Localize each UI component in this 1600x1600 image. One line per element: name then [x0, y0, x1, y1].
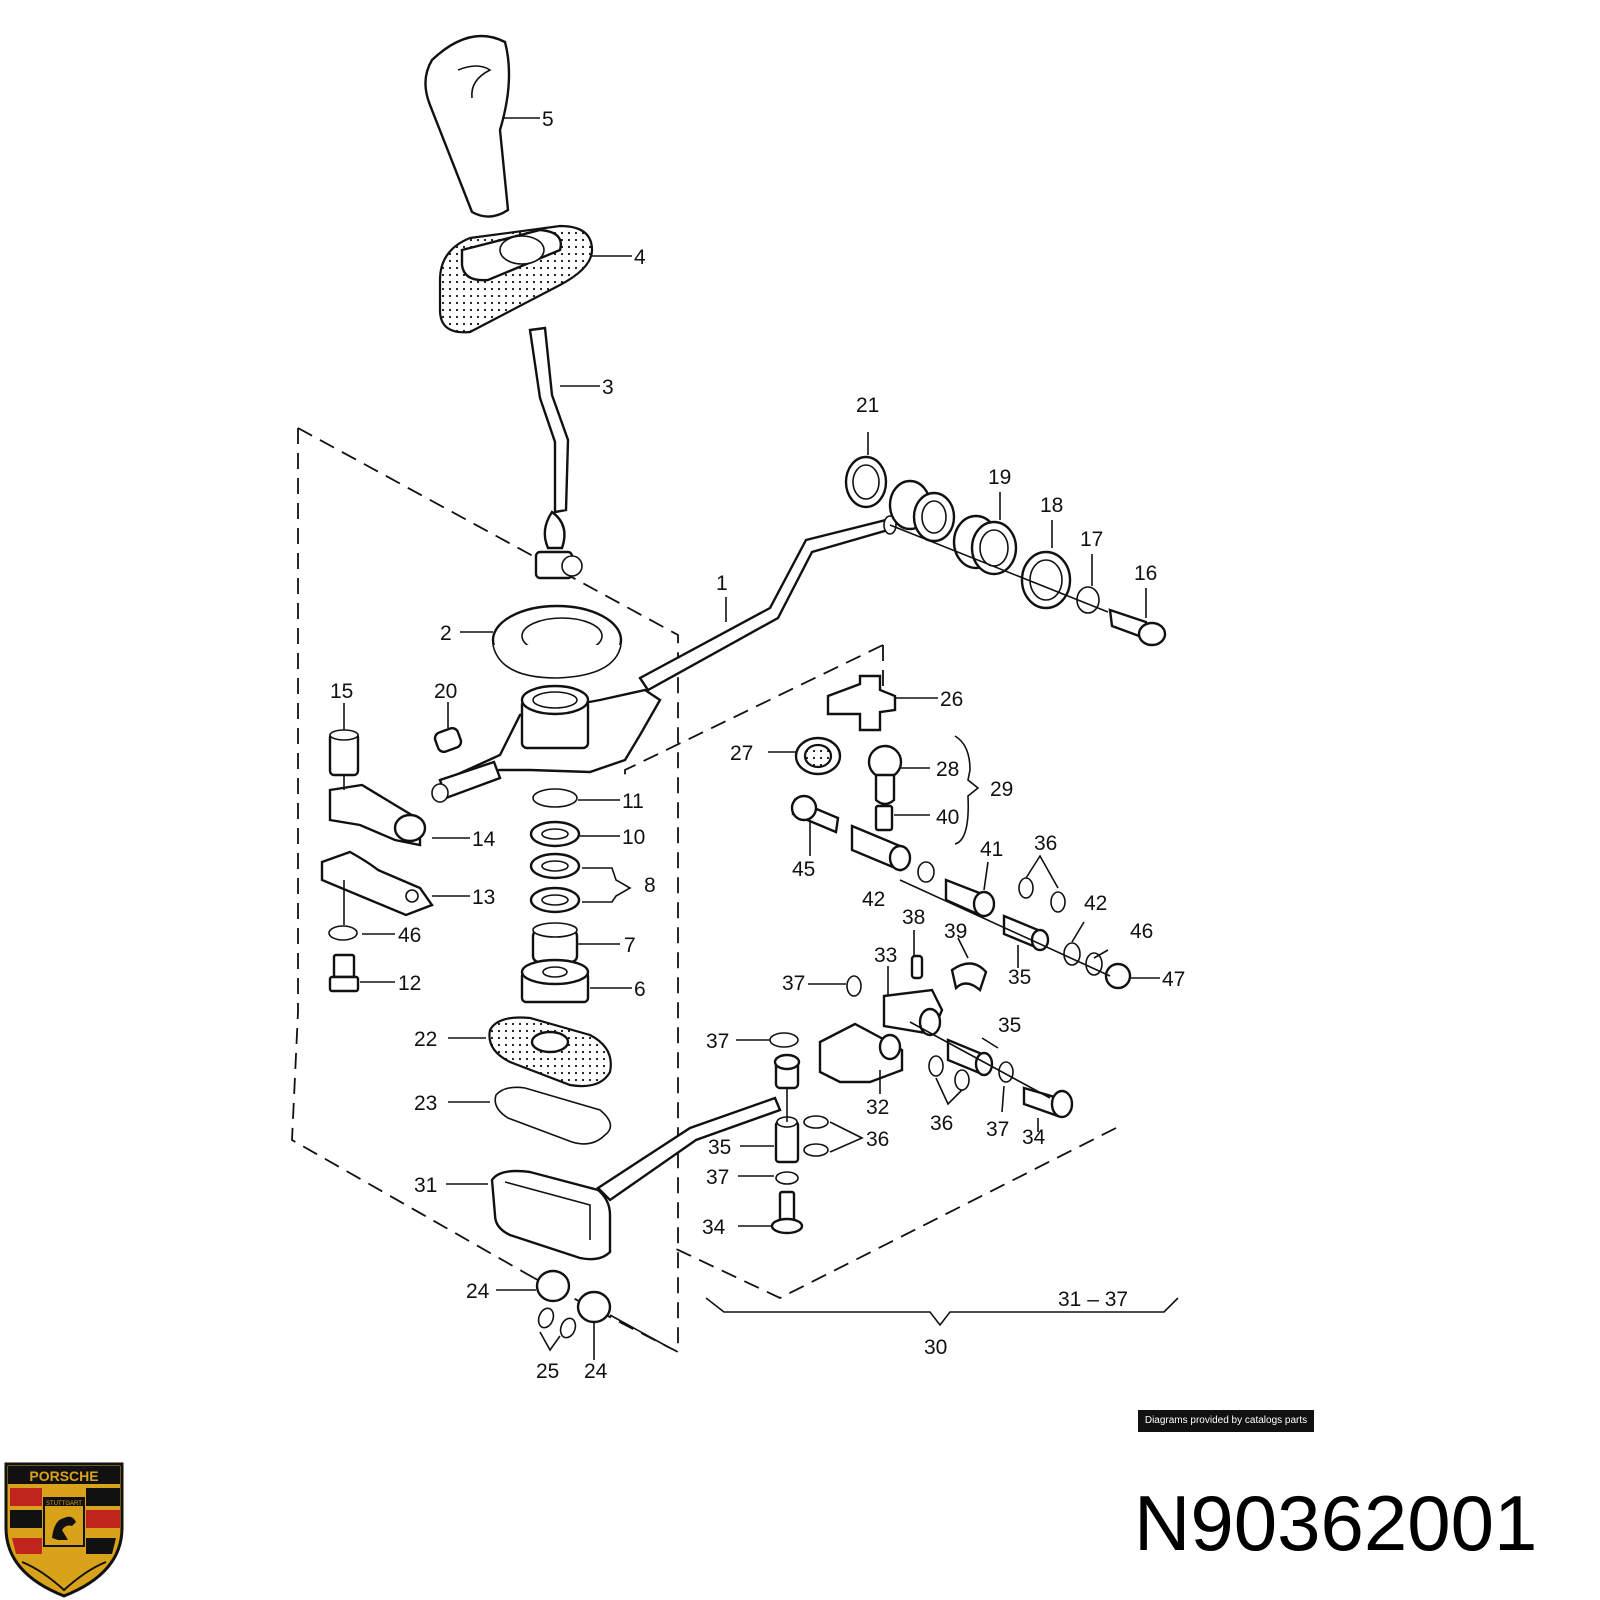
callout-2: 2 [440, 622, 452, 645]
crest-city: STUTTGART [46, 1501, 82, 1507]
callout-27: 27 [730, 742, 753, 765]
callout-36-mid: 36 [930, 1112, 953, 1135]
callout-6: 6 [634, 978, 646, 1001]
callout-20: 20 [434, 680, 457, 703]
shaft-stack-upper [917, 861, 1132, 990]
center-stack [488, 788, 782, 1349]
callout-34-right: 34 [1022, 1126, 1046, 1149]
callout-4: 4 [634, 246, 646, 269]
callout-46-right: 46 [1130, 920, 1153, 943]
callout-42-left: 42 [862, 888, 885, 911]
callout-37-a: 37 [782, 972, 805, 995]
left-bracket-stack [320, 729, 434, 993]
callout-36-lower: 36 [866, 1128, 889, 1151]
shift-rod [638, 515, 897, 692]
callout-3: 3 [602, 376, 614, 399]
crest-brand: PORSCHE [29, 1468, 98, 1484]
leader-lines [343, 117, 1179, 1360]
callout-7: 7 [624, 934, 636, 957]
callout-1: 1 [716, 572, 728, 595]
callout-28: 28 [936, 758, 959, 781]
callout-47: 47 [1162, 968, 1185, 991]
callout-16: 16 [1134, 562, 1157, 585]
callout-46-left: 46 [398, 924, 421, 947]
callout-38: 38 [902, 906, 925, 929]
rod-end-stack [844, 455, 1167, 647]
callout-30: 30 [924, 1336, 947, 1359]
part-number: N90362001 [1134, 1479, 1538, 1567]
callout-35-lower: 35 [708, 1136, 731, 1159]
callout-22: 22 [414, 1028, 437, 1051]
callout-23: 23 [414, 1092, 437, 1115]
cover-ring [491, 604, 623, 679]
callout-42-right: 42 [1084, 892, 1107, 915]
gate-assembly [790, 674, 912, 872]
callout-19: 19 [988, 466, 1011, 489]
porsche-crest-logo: PORSCHE STUTTGART [4, 1462, 124, 1598]
callout-41: 41 [980, 838, 1003, 861]
callout-37-d: 37 [706, 1166, 729, 1189]
shaft-stack-lower [769, 879, 1111, 1119]
callout-29: 29 [990, 778, 1013, 801]
callout-31: 31 [414, 1174, 437, 1197]
callout-40: 40 [936, 806, 959, 829]
bushing-20 [433, 726, 463, 754]
diagram-credit: Diagrams provided by catalogs parts [1138, 1410, 1314, 1432]
callout-35-upper: 35 [1008, 966, 1031, 989]
callout-33: 33 [874, 944, 897, 967]
callout-12: 12 [398, 972, 421, 995]
callout-18: 18 [1040, 494, 1063, 517]
callout-21: 21 [856, 394, 879, 417]
vertical-pin-stack [770, 1053, 829, 1235]
callout-17: 17 [1080, 528, 1103, 551]
callout-5: 5 [542, 108, 554, 131]
callout-26: 26 [940, 688, 963, 711]
shift-knob [424, 34, 511, 218]
callout-10: 10 [622, 826, 645, 849]
lever-housing [431, 684, 662, 803]
callout-45: 45 [792, 858, 815, 881]
callout-32: 32 [866, 1096, 889, 1119]
callout-24-right: 24 [584, 1360, 608, 1383]
callout-31-37: 31 – 37 [1058, 1288, 1128, 1311]
callout-14: 14 [472, 828, 496, 851]
callout-34-left: 34 [702, 1216, 726, 1239]
callout-36-top: 36 [1034, 832, 1057, 855]
shift-boot-pad [438, 224, 594, 334]
callout-37-b: 37 [706, 1030, 729, 1053]
callout-13: 13 [472, 886, 495, 909]
callout-35-mid: 35 [998, 1014, 1021, 1037]
callout-15: 15 [330, 680, 353, 703]
callout-25: 25 [536, 1360, 559, 1383]
callout-11: 11 [622, 790, 644, 813]
callout-24-left: 24 [466, 1280, 490, 1303]
callout-37-c: 37 [986, 1118, 1009, 1141]
shift-lever [528, 326, 583, 580]
callout-39: 39 [944, 920, 967, 943]
callout-labels: 5 4 3 1 2 15 20 11 10 8 7 6 14 13 46 12 … [330, 108, 1185, 1383]
callout-8: 8 [644, 874, 656, 897]
